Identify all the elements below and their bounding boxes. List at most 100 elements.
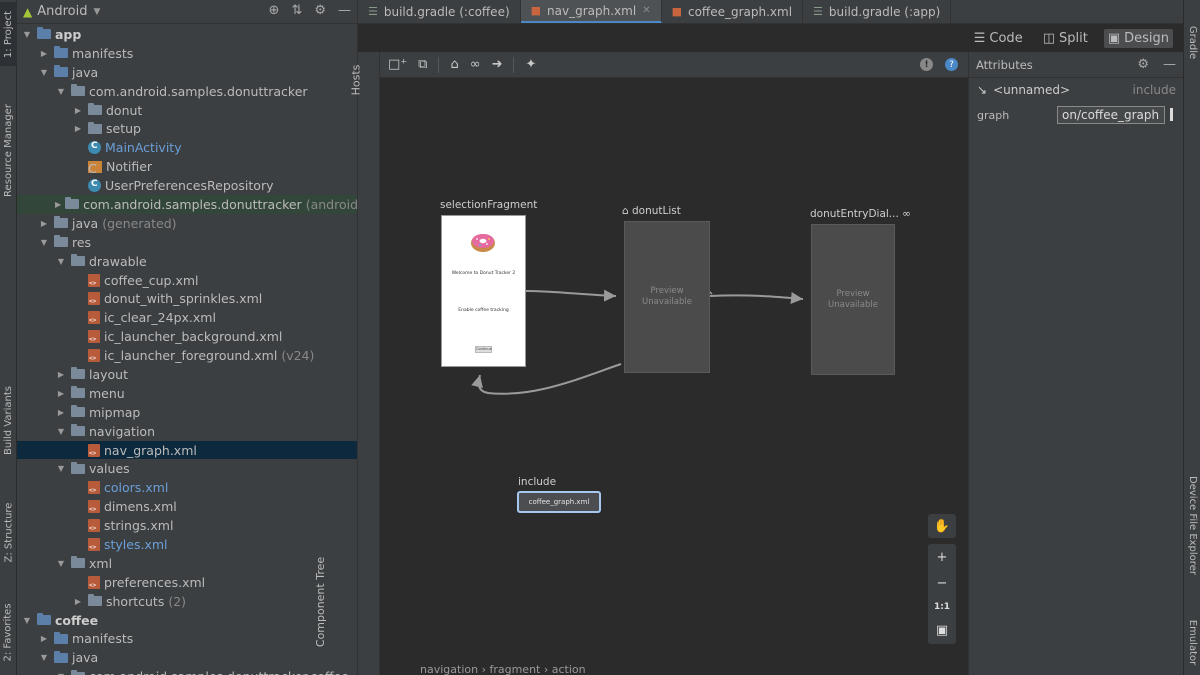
action-donutlist-to-selection[interactable] [471,363,622,395]
tool-tab-gradle[interactable]: Gradle [1187,25,1198,60]
gear-icon[interactable]: ⚙ [314,3,326,18]
tool-tab-build-variants[interactable]: Build Variants [3,385,14,455]
tree-item[interactable]: donut_with_sprinkles.xml [17,289,357,308]
tree-item[interactable]: ▼values [17,459,357,478]
tool-tab-emulator[interactable]: Emulator [1187,619,1198,666]
minimize-icon[interactable]: — [1163,57,1176,72]
chevron-down-icon[interactable]: ▼ [23,615,31,625]
component-tree-tab[interactable]: Component Tree [314,556,327,648]
tree-item[interactable]: ▶manifests [17,630,357,649]
tree-item[interactable]: ic_launcher_background.xml [17,327,357,346]
zoom-actual-size-button[interactable]: 1:1 [933,602,951,613]
hosts-tab[interactable]: Hosts [349,64,362,96]
tree-item[interactable]: ic_clear_24px.xml [17,308,357,327]
graph-value-field[interactable]: on/coffee_graph [1057,106,1165,124]
chevron-down-icon[interactable]: ▼ [23,29,31,39]
editor-tab[interactable]: ■coffee_graph.xml [662,0,804,23]
tree-item[interactable]: ▼navigation [17,422,357,441]
tool-tab-device-file-explorer[interactable]: Device File Explorer [1187,475,1198,575]
tree-item[interactable]: styles.xml [17,535,357,554]
link-icon[interactable]: ∞ [469,57,481,72]
chevron-down-icon[interactable]: ▼ [40,653,48,663]
tree-item[interactable]: ▼java [17,648,357,667]
selection-fragment[interactable]: Welcome to Donut Tracker 2 Enable coffee… [441,215,526,367]
tree-item[interactable]: ▶java(generated) [17,214,357,233]
zoom-out-button[interactable]: − [936,575,948,591]
chevron-down-icon[interactable]: ▼ [57,558,65,568]
donut-entry-dialog[interactable]: Preview Unavailable [811,224,895,375]
minimize-icon[interactable]: — [338,3,351,18]
chevron-down-icon[interactable]: ▼ [57,86,65,96]
tool-tab-project[interactable]: 1: Project [0,2,17,66]
code-view-button[interactable]: ☰Code [973,30,1023,46]
chevron-right-icon[interactable]: ▶ [74,105,82,115]
chevron-down-icon[interactable]: ▼ [40,237,48,247]
tree-item[interactable]: coffee_cup.xml [17,271,357,290]
chevron-right-icon[interactable]: ▶ [57,369,65,379]
breadcrumb[interactable]: navigation › fragment › action [420,663,586,675]
tree-item[interactable]: ▼xml [17,554,357,573]
tree-item[interactable]: nav_graph.xml [17,440,357,460]
warning-icon[interactable]: ! [920,58,933,71]
tree-item[interactable]: colors.xml [17,478,357,497]
tree-item[interactable]: ▼res [17,233,357,252]
chevron-right-icon[interactable]: ▶ [74,124,82,134]
chevron-down-icon[interactable]: ▼ [55,672,67,675]
chevron-down-icon[interactable]: ▼ [57,464,65,474]
tree-item[interactable]: UserPreferencesRepository [17,176,357,195]
chevron-right-icon[interactable]: ▶ [74,596,82,606]
close-icon[interactable]: ✕ [642,5,651,16]
tree-item[interactable]: ▶shortcuts(2) [17,592,357,611]
tree-item[interactable]: ic_launcher_foreground.xml(v24) [17,346,357,365]
tree-item[interactable]: ▼java [17,63,357,82]
tree-item[interactable]: ▶donut [17,101,357,120]
chevron-right-icon[interactable]: ▶ [40,48,48,58]
tree-item[interactable]: ▶com.android.samples.donuttracker(androi… [17,195,357,214]
tool-tab-resource-manager[interactable]: Resource Manager [3,103,14,197]
action-selection-to-donutlist[interactable] [525,289,617,302]
pan-hand-button[interactable]: ✋ [928,514,956,538]
chevron-right-icon[interactable]: ▶ [57,407,65,417]
include-coffee-graph[interactable]: coffee_graph.xml [517,491,601,513]
chevron-right-icon[interactable]: ▶ [55,199,62,209]
editor-tab[interactable]: ☰build.gradle (:coffee) [358,0,521,23]
collapse-all-icon[interactable]: ⇅ [291,3,303,18]
nested-graph-icon[interactable]: ⧉ [418,57,428,72]
tree-item[interactable]: dimens.xml [17,497,357,516]
tree-item[interactable]: ▶mipmap [17,403,357,422]
donut-list-fragment[interactable]: Preview Unavailable [624,221,710,373]
tree-item[interactable]: ▼com.android.samples.donuttracker.coffee [17,667,357,675]
tree-item[interactable]: ▶menu [17,384,357,403]
editor-tab[interactable]: ☰build.gradle (:app) [803,0,952,23]
design-view-button[interactable]: ▣Design [1103,28,1173,48]
chevron-down-icon[interactable]: ▼ [93,6,101,17]
chevron-down-icon[interactable]: ▼ [57,426,65,436]
tree-item[interactable]: ▶layout [17,365,357,384]
split-view-button[interactable]: ◫Split [1042,30,1088,46]
gear-icon[interactable]: ⚙ [1137,57,1149,72]
arrow-right-icon[interactable]: ➜ [491,57,503,72]
home-icon[interactable]: ⌂ [450,57,459,72]
locate-icon[interactable]: ⊕ [268,3,280,18]
tree-item[interactable]: ▼com.android.samples.donuttracker [17,82,357,101]
tree-item[interactable]: preferences.xml [17,573,357,592]
new-destination-icon[interactable]: □⁺ [388,57,408,72]
navigation-graph-canvas[interactable]: selectionFragment Welcome to Donut Track… [380,78,968,663]
tree-item[interactable]: ▶setup [17,119,357,138]
chevron-down-icon[interactable]: ▼ [57,256,65,266]
zoom-to-fit-button[interactable]: ▣ [935,623,949,639]
tree-item[interactable]: Notifier [17,157,357,176]
tree-item[interactable]: ▼app [17,25,357,44]
tree-item[interactable]: MainActivity [17,138,357,157]
tree-item[interactable]: strings.xml [17,516,357,535]
tool-tab-favorites[interactable]: 2: Favorites [3,602,14,662]
tool-tab-structure[interactable]: Z: Structure [3,502,15,562]
auto-arrange-icon[interactable]: ✦ [525,57,537,72]
tree-item[interactable]: ▼drawable [17,252,357,271]
project-view-selector[interactable]: Android [37,4,88,19]
chevron-right-icon[interactable]: ▶ [40,218,48,228]
editor-tab[interactable]: ■nav_graph.xml✕ [520,0,662,23]
tree-item[interactable]: ▼coffee [17,611,357,630]
action-donutlist-to-entry[interactable] [709,291,804,304]
chevron-right-icon[interactable]: ▶ [40,634,48,644]
